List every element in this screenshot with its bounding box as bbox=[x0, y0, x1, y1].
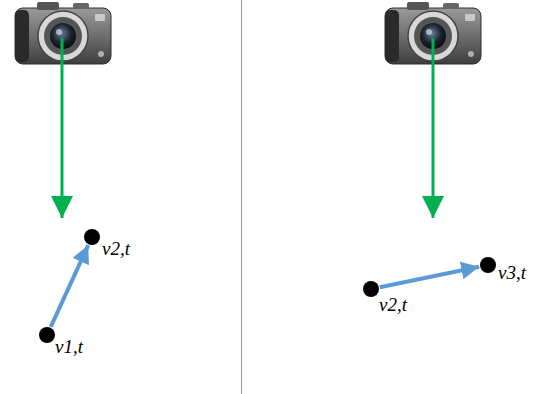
vertex-label: v1,t bbox=[55, 337, 83, 356]
view-arrow bbox=[61, 38, 64, 218]
vector-arrow bbox=[380, 267, 479, 287]
vertex-label: v2,t bbox=[379, 295, 407, 314]
panel-divider bbox=[241, 0, 242, 394]
view-arrow bbox=[432, 38, 435, 218]
point-dot: v2,t bbox=[363, 281, 379, 297]
point-dot: v1,t bbox=[39, 327, 55, 343]
point-dot: v3,t bbox=[480, 257, 496, 273]
vertex-label: v2,t bbox=[102, 239, 130, 258]
point-dot: v2,t bbox=[84, 229, 100, 245]
vector-arrow bbox=[51, 245, 88, 327]
vertex-label: v3,t bbox=[498, 263, 526, 282]
